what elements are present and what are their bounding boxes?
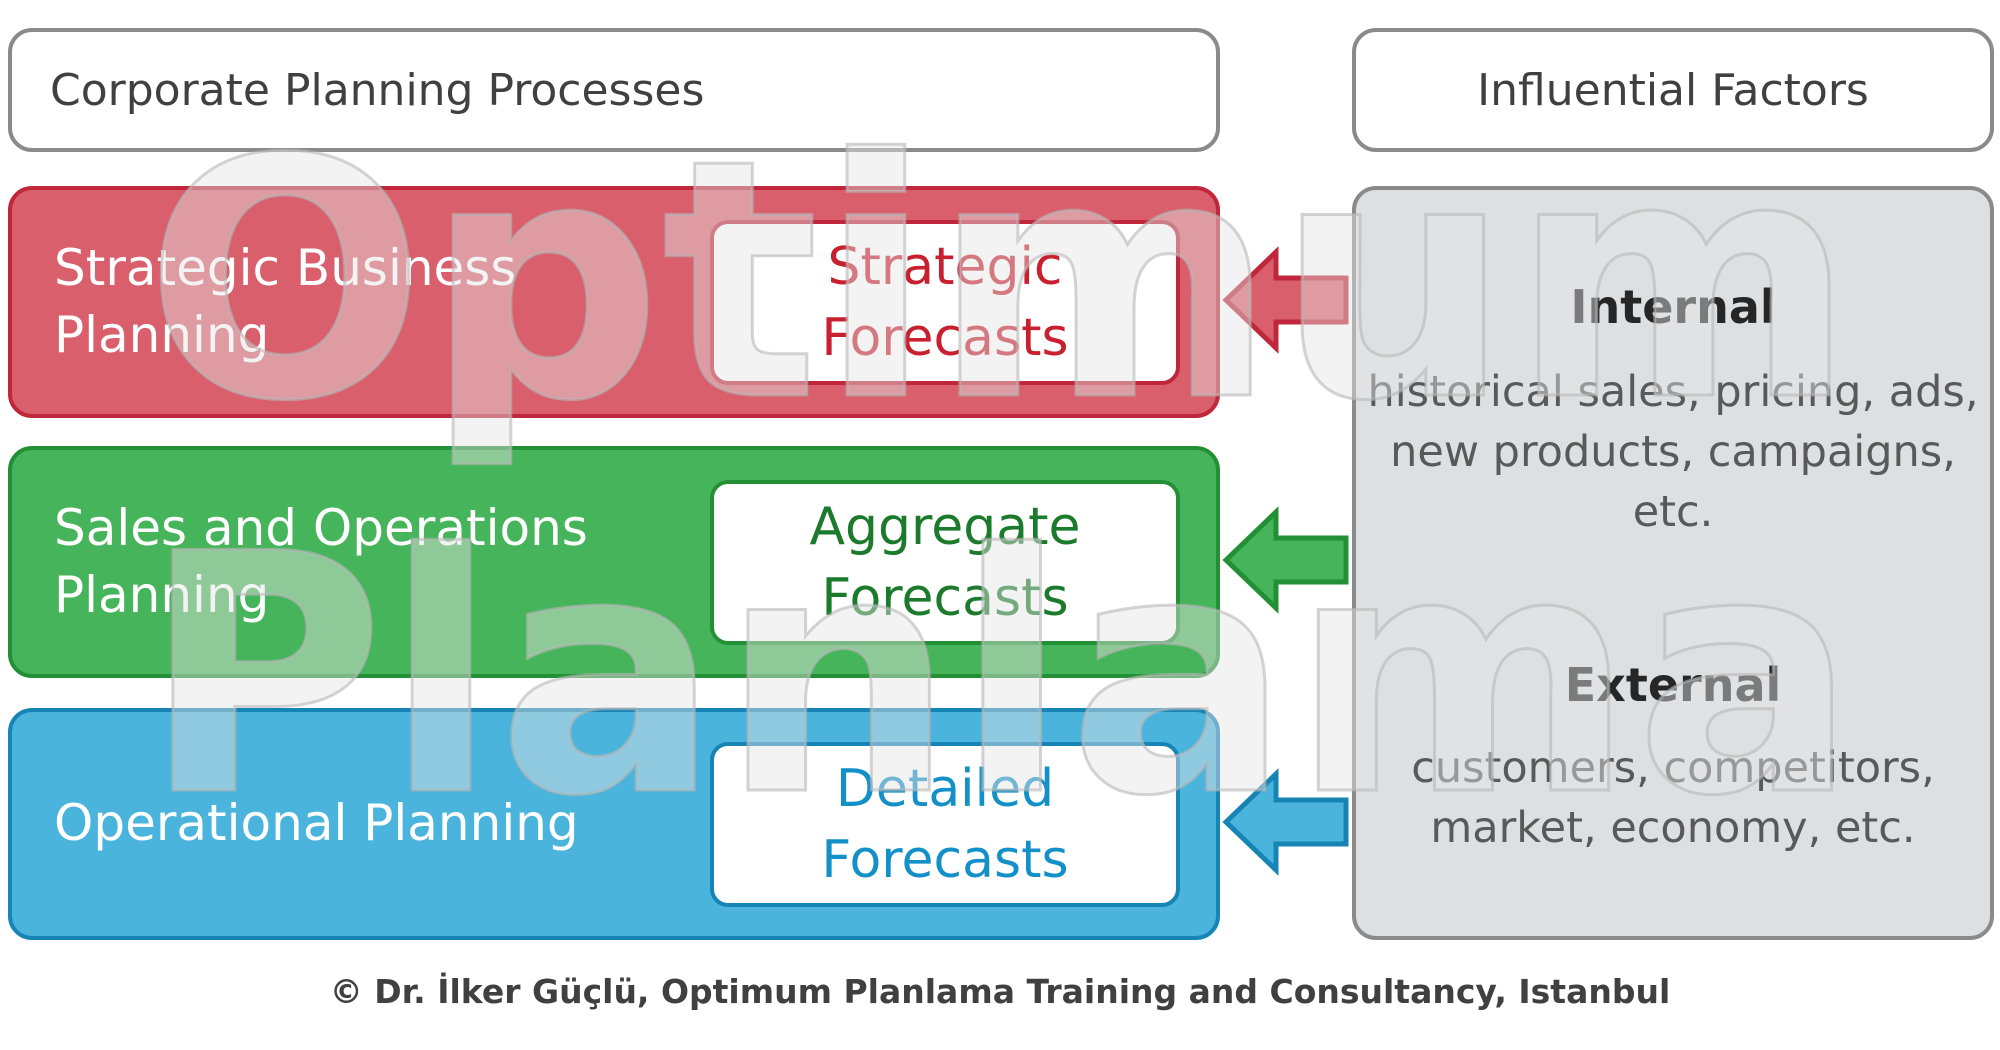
- strategic-business-planning-label: Strategic Business Planning: [54, 238, 517, 365]
- strategic-forecasts-box: Strategic Forecasts: [710, 220, 1180, 385]
- influential-factors-panel: Internal historical sales, pricing, ads,…: [1352, 186, 1994, 940]
- strategic-forecasts-line2: Forecasts: [821, 307, 1069, 368]
- aggregate-forecasts-line2: Forecasts: [821, 567, 1069, 628]
- copyright-notice: © Dr. İlker Güçlü, Optimum Planlama Trai…: [329, 972, 1671, 1011]
- external-factors-description: customers, competitors, market, economy,…: [1411, 743, 1935, 854]
- strategic-forecasts-line1: Strategic: [827, 237, 1063, 298]
- influential-factors-header-label: Influential Factors: [1477, 64, 1869, 116]
- left-arrow-icon: [1222, 506, 1349, 614]
- corporate-planning-header-label: Corporate Planning Processes: [50, 64, 705, 116]
- detailed-forecasts-line2: Forecasts: [821, 829, 1069, 890]
- operational-planning-label: Operational Planning: [54, 794, 579, 853]
- aggregate-forecasts-box: Aggregate Forecasts: [710, 480, 1180, 645]
- aggregate-forecasts-line1: Aggregate: [809, 497, 1081, 558]
- external-factors-title: External: [1564, 658, 1782, 712]
- influential-factors-header: Influential Factors: [1352, 28, 1994, 152]
- detailed-forecasts-box: Detailed Forecasts: [710, 742, 1180, 907]
- corporate-planning-header: Corporate Planning Processes: [8, 28, 1220, 152]
- internal-factors-title: Internal: [1570, 280, 1776, 334]
- detailed-forecasts-line1: Detailed: [835, 759, 1055, 820]
- sales-operations-planning-label: Sales and Operations Planning: [54, 498, 588, 625]
- left-arrow-icon: [1222, 768, 1349, 876]
- internal-factors-description: historical sales, pricing, ads, new prod…: [1367, 367, 1979, 538]
- left-arrow-icon: [1222, 246, 1349, 354]
